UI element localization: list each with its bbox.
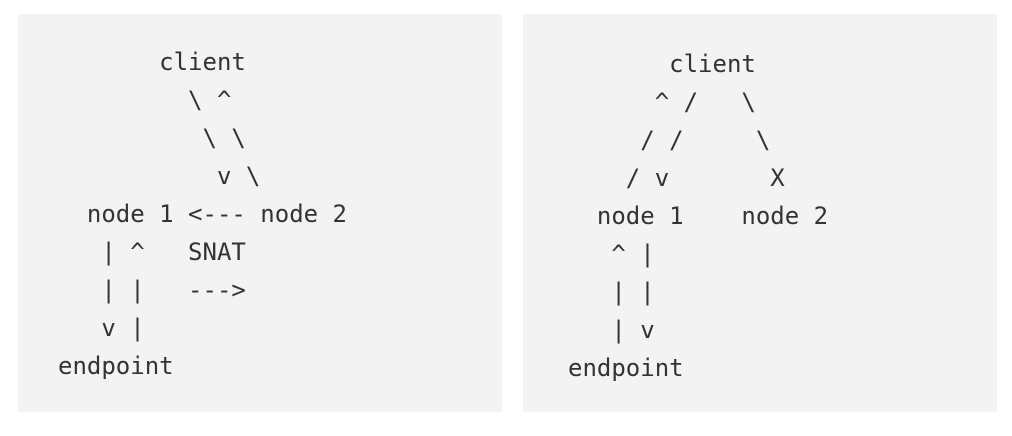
diagram-line: | |	[568, 278, 655, 306]
diagram-line: v |	[58, 314, 145, 342]
diagram-line: v \	[58, 162, 261, 190]
diagram-line: ^ / \	[568, 88, 756, 116]
snat-path-panel: client \ ^ \ \ v \ node 1 <--- node 2 | …	[18, 14, 502, 412]
local-path-ascii-diagram: client ^ / \ / / \ / v X node 1 node 2 ^…	[568, 45, 828, 387]
diagram-line: node 1 node 2	[568, 202, 829, 230]
diagram-line: / v X	[568, 164, 785, 192]
diagram-line: | | --->	[58, 276, 246, 304]
diagram-line: endpoint	[568, 354, 684, 382]
diagram-line: node 1 <--- node 2	[58, 200, 347, 228]
diagram-line: \ ^	[58, 86, 232, 114]
diagram-line: ^ |	[568, 240, 655, 268]
diagram-line: \ \	[58, 124, 246, 152]
diagram-line: | v	[568, 316, 655, 344]
diagram-line: endpoint	[58, 352, 174, 380]
diagram-line: client	[58, 48, 246, 76]
diagram-line: | ^ SNAT	[58, 238, 246, 266]
snat-path-ascii-diagram: client \ ^ \ \ v \ node 1 <--- node 2 | …	[58, 43, 347, 385]
diagram-line: / / \	[568, 126, 771, 154]
diagram-line: client	[568, 50, 756, 78]
local-path-panel: client ^ / \ / / \ / v X node 1 node 2 ^…	[523, 14, 997, 412]
